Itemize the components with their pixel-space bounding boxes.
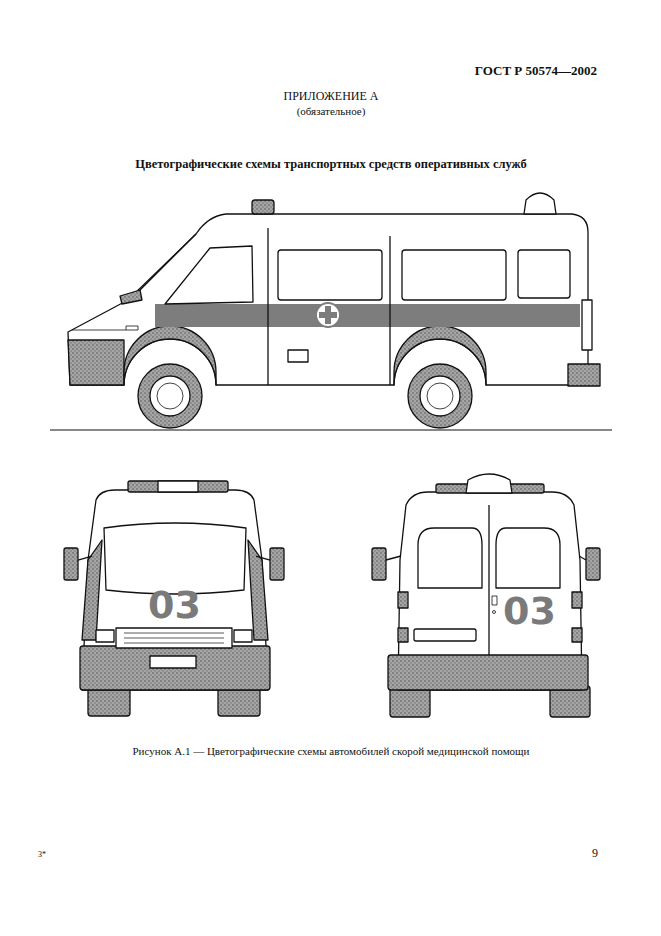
side-view bbox=[50, 193, 612, 430]
light-bar-center bbox=[158, 481, 198, 492]
mirror bbox=[120, 290, 142, 304]
rear-lamp bbox=[398, 592, 408, 608]
door-split bbox=[488, 505, 489, 655]
wheel-rim bbox=[420, 376, 460, 416]
wheel-rim bbox=[150, 376, 190, 416]
mirror bbox=[64, 548, 78, 580]
beacon bbox=[252, 200, 274, 214]
mirror-arm bbox=[256, 556, 270, 560]
front-bumper bbox=[80, 646, 270, 690]
appendix-status: (обязательное) bbox=[297, 105, 366, 118]
front-view bbox=[64, 481, 284, 716]
headlight bbox=[96, 630, 114, 642]
ground-line bbox=[50, 430, 612, 431]
rear-lamp bbox=[572, 592, 582, 608]
mirror bbox=[586, 548, 600, 580]
roof-dome bbox=[524, 193, 556, 214]
mirror-arm bbox=[78, 556, 92, 560]
rear-bumper bbox=[388, 655, 588, 690]
light-bar bbox=[128, 481, 228, 492]
rear-bumper bbox=[568, 364, 600, 386]
side-stripe bbox=[155, 304, 580, 327]
mirror-arm bbox=[386, 556, 401, 560]
rear-window bbox=[418, 528, 482, 588]
lock bbox=[493, 611, 496, 614]
wheel-hub bbox=[427, 383, 453, 409]
red-cross bbox=[319, 306, 337, 324]
cross-emblem bbox=[316, 303, 340, 327]
sheet-mark: 3* bbox=[38, 850, 46, 859]
side-window bbox=[518, 250, 570, 298]
wheel bbox=[138, 364, 202, 428]
figure-caption: Рисунок А.1 — Цветографические схемы авт… bbox=[133, 745, 530, 758]
standard-number: ГОСТ Р 50574—2002 bbox=[475, 64, 597, 79]
indicator bbox=[126, 326, 138, 330]
rear-window bbox=[496, 528, 560, 588]
side-pillar bbox=[82, 540, 102, 640]
cab-window bbox=[165, 246, 253, 304]
phone-number: 03 bbox=[503, 590, 556, 634]
front-bumper bbox=[68, 340, 124, 385]
phone-number: 03 bbox=[148, 584, 201, 628]
door-line bbox=[267, 228, 268, 385]
roof-dome bbox=[466, 474, 512, 493]
rear-lamp bbox=[398, 628, 408, 642]
mirror bbox=[372, 548, 386, 580]
rear-light bbox=[582, 300, 592, 350]
wheel-hub bbox=[157, 383, 183, 409]
van-body bbox=[68, 214, 588, 385]
side-window bbox=[402, 250, 506, 300]
license-plate bbox=[414, 629, 476, 641]
wheel bbox=[408, 364, 472, 428]
grille-slats bbox=[124, 633, 224, 643]
mirror-arm bbox=[579, 556, 586, 560]
door-line bbox=[389, 236, 390, 385]
door-handle bbox=[288, 350, 308, 362]
mirror bbox=[270, 548, 284, 580]
side-pillar bbox=[248, 540, 268, 640]
grille bbox=[116, 628, 232, 648]
rear-view bbox=[372, 474, 600, 717]
page-title: Цветографические схемы транспортных сред… bbox=[135, 157, 526, 171]
page-number: 9 bbox=[592, 847, 598, 861]
appendix-heading: ПРИЛОЖЕНИЕ А bbox=[284, 90, 379, 104]
side-window bbox=[278, 250, 382, 300]
hood-line bbox=[72, 330, 126, 331]
license-plate bbox=[150, 656, 196, 668]
headlight bbox=[234, 630, 252, 642]
door-handle bbox=[492, 596, 497, 605]
rear-lamp bbox=[572, 628, 582, 642]
